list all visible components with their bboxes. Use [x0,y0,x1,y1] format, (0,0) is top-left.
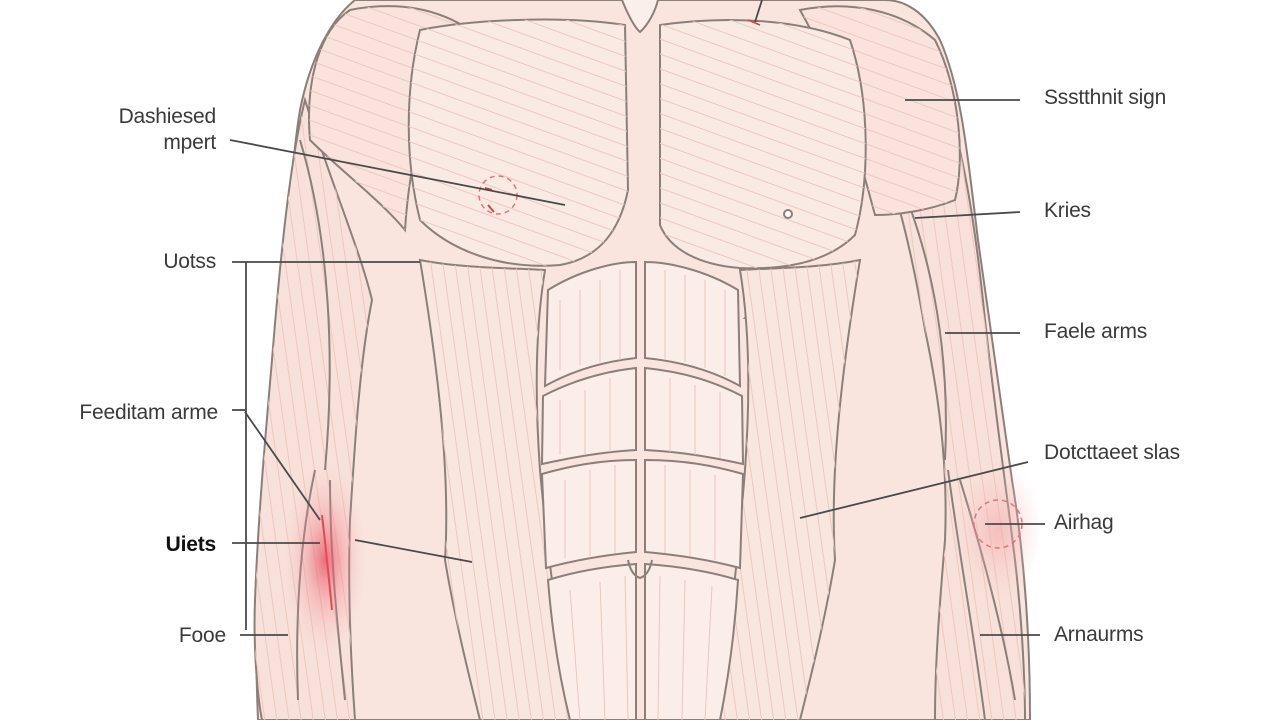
pectorals [407,0,867,270]
label-left-1-line-2: mpert [163,131,216,155]
label-left-5: Fooe [178,624,226,647]
label-left-1: Dashiesed mpert [60,104,217,157]
label-right-4: Dotcttaeet slas [1044,441,1180,464]
label-left-1-line-1: Dashiesed [118,105,217,128]
abdominal-fibers [559,270,726,720]
label-left-3: Feeditam arme [79,401,218,424]
leader-lines [229,0,1045,636]
label-right-1: Ssstthnit sign [1044,86,1167,109]
label-right-3: Faele arms [1044,320,1148,343]
label-right-6: Arnaurms [1054,623,1144,646]
obliques [418,258,862,720]
navel [627,559,653,580]
label-left-2: Uotss [163,250,216,273]
label-right-2: Kries [1044,199,1091,222]
inflammation-marks [283,19,1043,655]
label-right-5: Airhag [1054,511,1114,534]
label-left-4: Uiets [165,533,217,556]
